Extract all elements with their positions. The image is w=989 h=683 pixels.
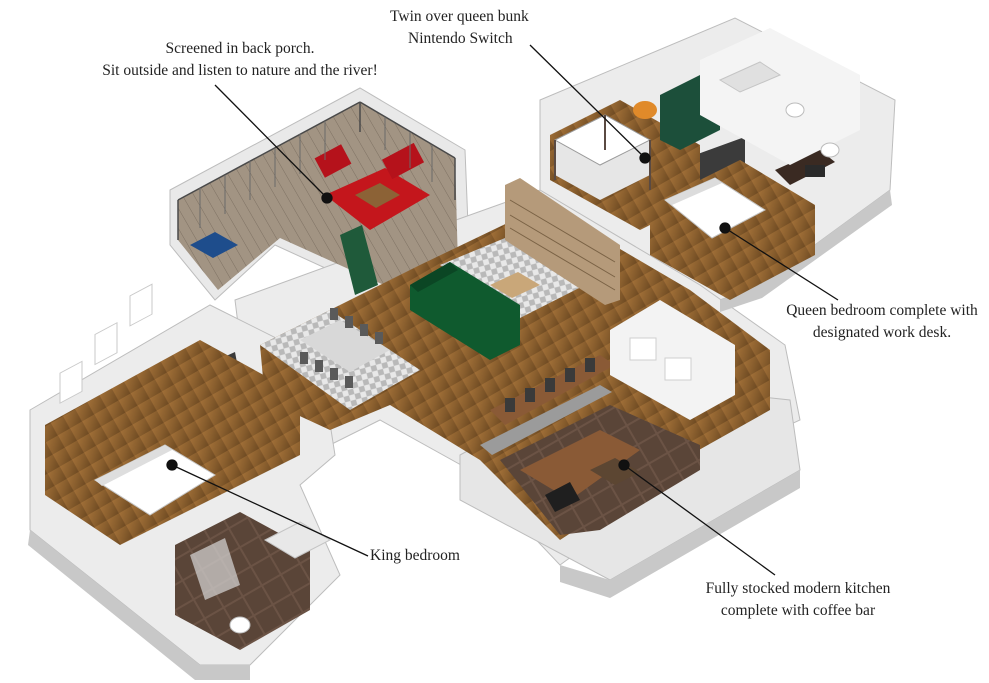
bunk-callout-line-1: Twin over queen bunk [390, 8, 529, 25]
porch-area [177, 101, 458, 295]
porch-callout-line-1: Screened in back porch. [165, 40, 315, 57]
king-bedroom [45, 283, 300, 545]
bunk-callout: Twin over queen bunk Nintendo Switch [390, 6, 529, 50]
queen-bedroom [650, 150, 835, 300]
porch-leader-line [214, 84, 328, 199]
porch-callout-line-2: Sit outside and listen to nature and the… [102, 62, 378, 79]
queen-callout-line-1: Queen bedroom complete with [786, 302, 978, 319]
porch-marker-dot [321, 192, 333, 204]
bunk-room [550, 75, 720, 230]
king-callout: King bedroom [370, 545, 460, 567]
queen-callout-line-2: designated work desk. [812, 324, 952, 341]
king-callout-line-1: King bedroom [370, 547, 460, 564]
queen-marker-dot [719, 222, 731, 234]
kitchen-callout-line-1: Fully stocked modern kitchen [705, 580, 891, 597]
kitchen-leader-line [623, 464, 776, 576]
king-leader-line [171, 464, 369, 557]
bunk-callout-line-2: Nintendo Switch [408, 30, 513, 47]
king-marker-dot [166, 459, 178, 471]
green-sofa [410, 262, 520, 360]
laundry-area [610, 300, 735, 420]
queen-leader-line [724, 227, 839, 301]
porch-callout: Screened in back porch. Sit outside and … [82, 38, 398, 82]
kitchen-callout-line-2: complete with coffee bar [720, 602, 876, 619]
bunk-leader-line [529, 44, 646, 159]
queen-callout: Queen bedroom complete with designated w… [776, 300, 988, 344]
bunk-marker-dot [639, 152, 651, 164]
kitchen-marker-dot [618, 459, 630, 471]
callout-leaders [166, 44, 839, 576]
upper-bathrooms [700, 28, 860, 165]
kitchen-callout: Fully stocked modern kitchen complete wi… [690, 578, 906, 622]
